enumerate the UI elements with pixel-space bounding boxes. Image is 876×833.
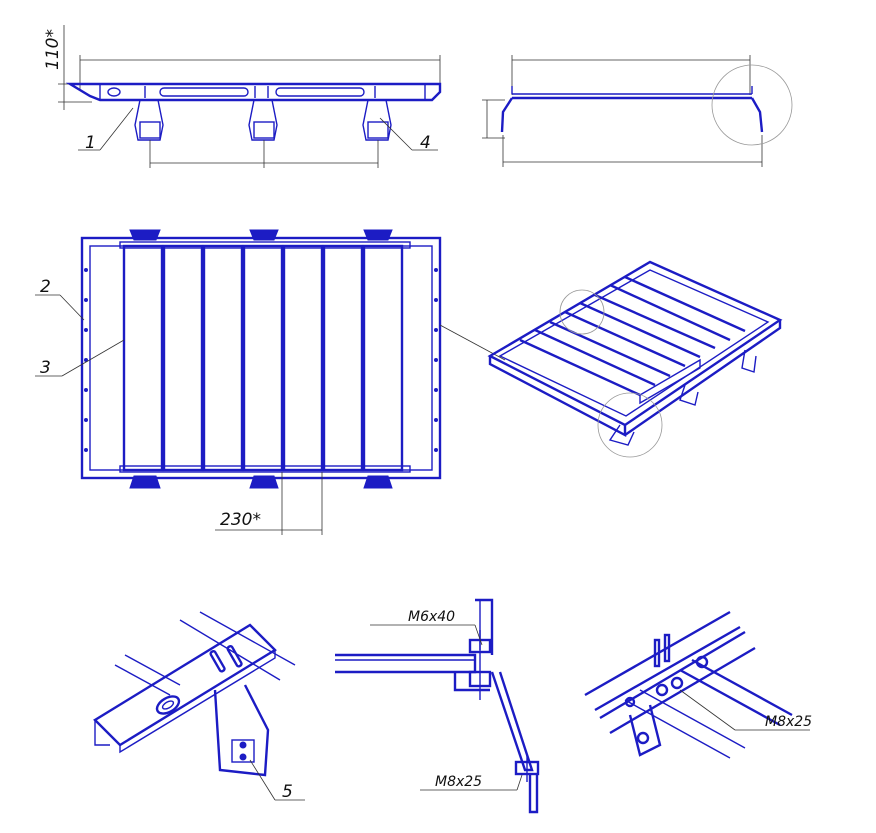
detail-middle: M6x40 M8x25 [335,598,540,814]
dim-height-label: 110* [43,29,63,70]
isometric-view [487,260,783,458]
callout-1: 1 [85,133,96,153]
callout-5: 5 [282,782,293,802]
callout-3: 3 [40,358,51,378]
iso-crossbars [519,275,746,397]
detail-right: M8x25 [584,610,812,759]
detail-left: 5 [93,611,305,802]
bolt-m8x25-label-right: M8x25 [765,714,812,730]
front-view [482,55,793,167]
plan-view: 2 3 230* [35,229,506,535]
side-view: 110* 1 4 [43,25,442,168]
crossbars [122,244,404,472]
dim-spacing-label: 230* [220,510,261,530]
callout-2: 2 [40,277,51,297]
bolt-m6x40-label: M6x40 [408,609,455,625]
callout-4: 4 [420,133,431,153]
bolt-m8x25-label-middle: M8x25 [435,774,482,790]
